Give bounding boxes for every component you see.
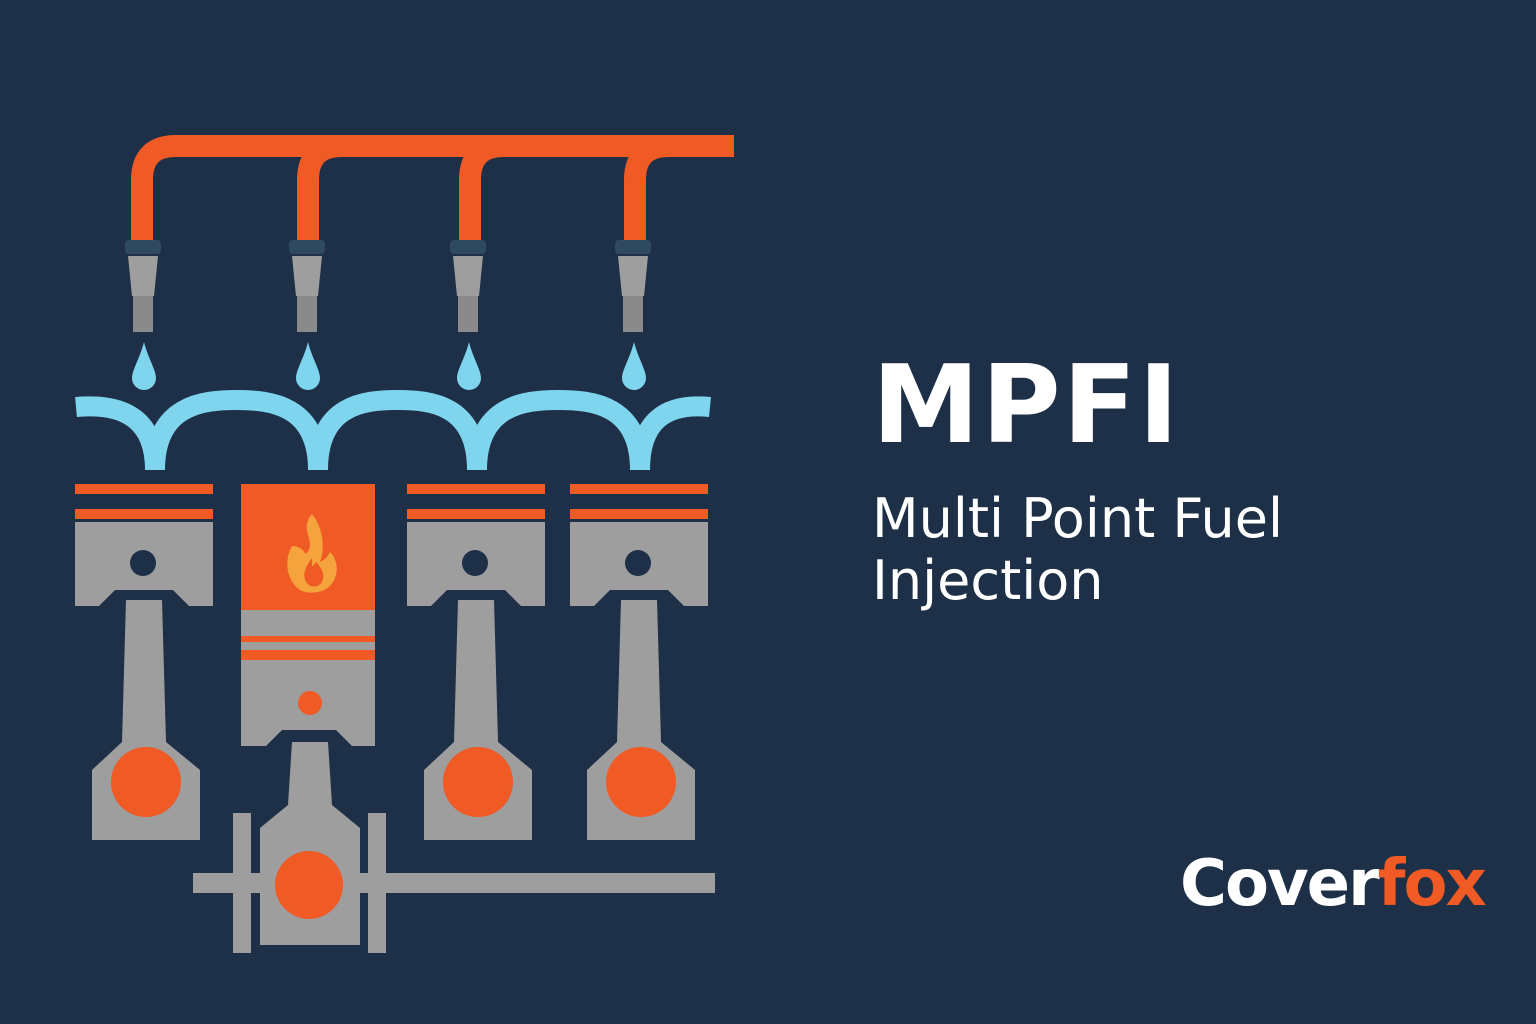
piston-pin xyxy=(130,550,156,576)
fuel-droplet-icon xyxy=(622,342,646,390)
logo-text-cover: Cover xyxy=(1180,847,1380,921)
crank-pin xyxy=(275,851,343,919)
piston-ring xyxy=(241,636,375,642)
piston-ring xyxy=(407,484,545,494)
injector-nozzle xyxy=(623,296,643,332)
fuel-injector-icon xyxy=(450,240,486,332)
piston-crown xyxy=(241,610,375,650)
fuel-injector-icon xyxy=(125,240,161,332)
piston-icon xyxy=(75,484,213,840)
injector-body xyxy=(453,256,483,296)
air-intake-arch xyxy=(467,389,650,471)
crank-pin xyxy=(443,747,513,817)
crankshaft-web xyxy=(368,813,386,953)
page-subtitle: Multi Point Fuel Injection xyxy=(872,487,1283,613)
crankshaft-web xyxy=(233,813,251,953)
air-intake-manifold xyxy=(75,389,711,471)
crank-pin xyxy=(111,747,181,817)
piston-icon xyxy=(407,484,545,840)
injector-cap xyxy=(289,240,325,254)
injector-cap xyxy=(125,240,161,254)
fuel-injector-icon xyxy=(615,240,651,332)
fuel-droplet-icon xyxy=(457,342,481,390)
piston-ring xyxy=(241,650,375,660)
logo-text-fox: fox xyxy=(1377,847,1487,921)
fuel-injectors xyxy=(125,240,651,332)
title-block: MPFI Multi Point Fuel Injection xyxy=(872,352,1492,612)
air-intake-arch xyxy=(308,389,487,471)
piston-ring xyxy=(75,484,213,494)
injector-body xyxy=(128,256,158,296)
fuel-droplets xyxy=(132,342,646,390)
air-intake-left xyxy=(75,396,165,471)
flame-outer xyxy=(287,514,337,593)
coverfox-logo: Coverfox xyxy=(1180,852,1487,916)
injector-cap xyxy=(450,240,486,254)
fuel-rail-pipe xyxy=(131,135,734,246)
piston-ring xyxy=(75,509,213,519)
firing-cylinder xyxy=(241,484,375,945)
fuel-rail xyxy=(131,135,734,246)
piston-ring xyxy=(407,509,545,519)
fuel-droplet-icon xyxy=(132,342,156,390)
injector-nozzle xyxy=(297,296,317,332)
fuel-injector-icon xyxy=(289,240,325,332)
injector-nozzle xyxy=(133,296,153,332)
pistons xyxy=(75,484,708,945)
piston-pin xyxy=(462,550,488,576)
piston-pin xyxy=(298,691,322,715)
injector-body xyxy=(292,256,322,296)
flame-icon xyxy=(287,514,337,593)
injector-cap xyxy=(615,240,651,254)
injector-nozzle xyxy=(458,296,478,332)
injector-body xyxy=(618,256,648,296)
page-title: MPFI xyxy=(872,343,1181,468)
piston-icon xyxy=(570,484,708,840)
piston-ring xyxy=(570,484,708,494)
piston-ring xyxy=(570,509,708,519)
air-intake-arch xyxy=(145,389,328,471)
piston-pin xyxy=(625,550,651,576)
air-intake-right xyxy=(630,396,711,471)
fuel-droplet-icon xyxy=(296,342,320,390)
flame-inner xyxy=(304,558,324,587)
crank-pin xyxy=(606,747,676,817)
